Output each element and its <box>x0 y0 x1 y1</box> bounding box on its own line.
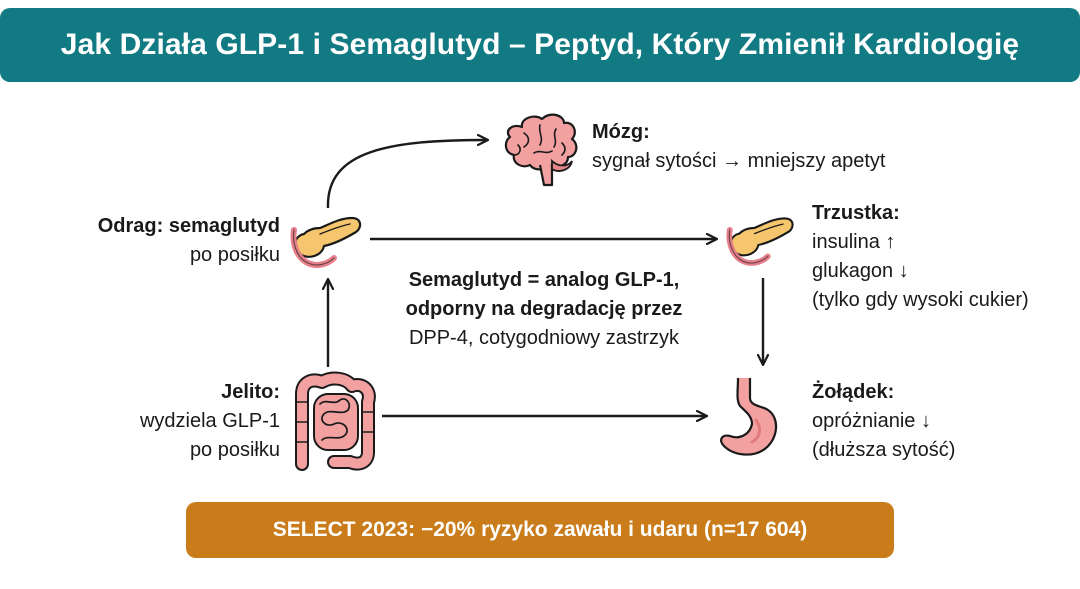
select-banner: SELECT 2023: −20% ryzyko zawału i udaru … <box>186 502 894 558</box>
title-bar: Jak Działa GLP-1 i Semaglutyd – Peptyd, … <box>0 8 1080 82</box>
stomach-heading: Żołądek: <box>812 381 895 403</box>
gut-line-1: wydziela GLP-1 <box>139 410 280 432</box>
pancreas-icon <box>726 217 794 266</box>
brain-line-1: sygnał sytości → mniejszy apetyt <box>592 150 886 172</box>
select-banner-text: SELECT 2023: −20% ryzyko zawału i udaru … <box>272 518 808 541</box>
center-note-line-3: DPP-4, cotygodniowy zastrzyk <box>408 327 680 349</box>
pancreas-heading: Trzustka: <box>812 202 900 224</box>
intestine-icon <box>295 371 376 471</box>
brain-heading: Mózg: <box>592 121 650 143</box>
center-note-line-1: Semaglutyd = analog GLP-1, <box>408 269 680 291</box>
drug-heading: Odrag: semaglutyd <box>97 215 280 237</box>
stomach-line-2: (dłuższa sytość) <box>812 439 956 461</box>
page-title: Jak Działa GLP-1 i Semaglutyd – Peptyd, … <box>60 28 1020 61</box>
pancreas-line-1: insulina ↑ <box>812 231 896 253</box>
arrow-drug-to-brain <box>326 140 487 209</box>
pancreas-icon <box>290 216 362 268</box>
pancreas-line-2: glukagon ↓ <box>812 260 909 282</box>
drug-line-1: po posiłku <box>189 244 280 266</box>
gut-line-2: po posiłku <box>189 439 280 461</box>
gut-heading: Jelito: <box>221 381 280 403</box>
brain-icon <box>504 113 578 187</box>
stomach-line-1: opróżnianie ↓ <box>812 410 931 432</box>
center-note-line-2: odporny na degradację przez <box>405 298 683 320</box>
stomach-icon <box>720 377 778 456</box>
pancreas-line-3: (tylko gdy wysoki cukier) <box>812 289 1029 311</box>
